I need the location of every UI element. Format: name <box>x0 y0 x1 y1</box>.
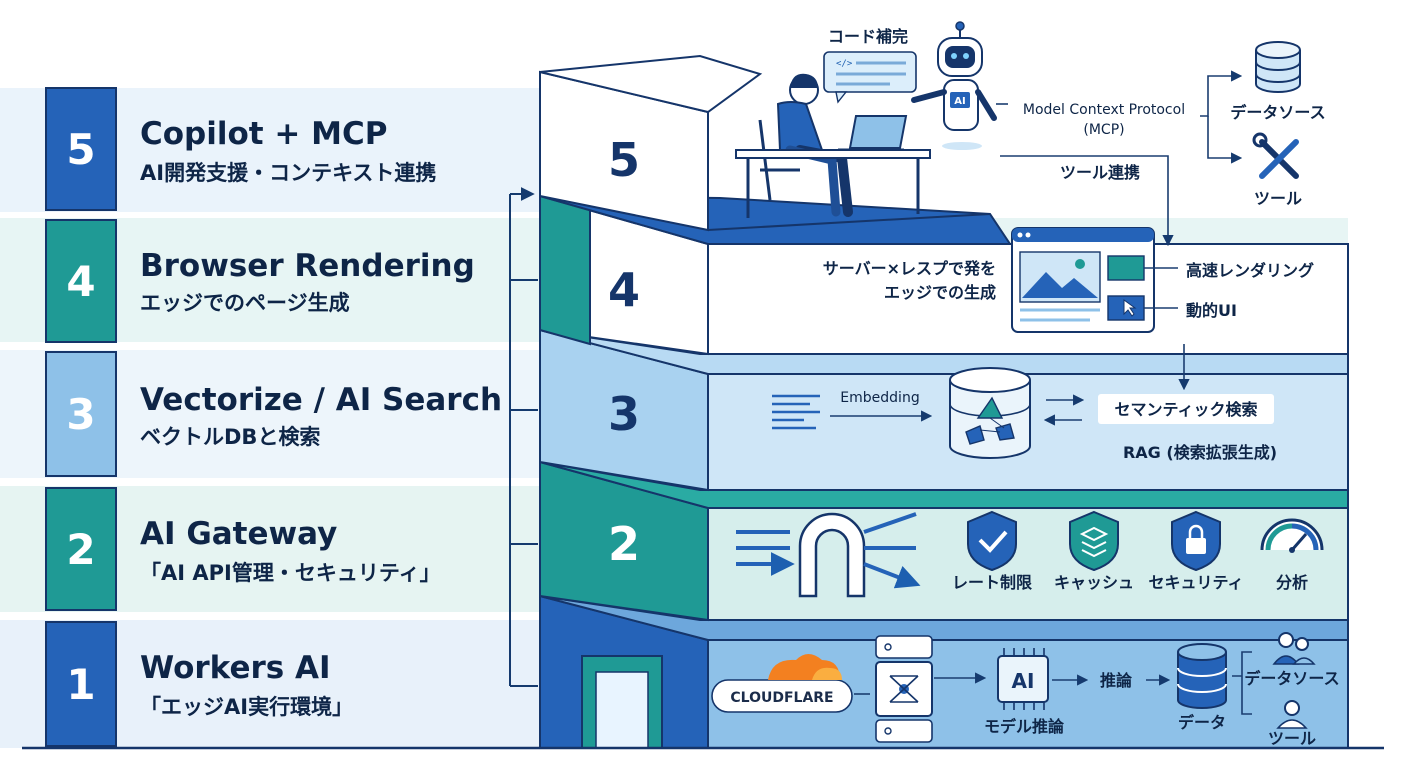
cache-label: キャッシュ <box>1054 573 1134 592</box>
tile-2-number: 2 <box>66 525 95 574</box>
analytics-label: 分析 <box>1276 573 1308 592</box>
robot-icon: AI <box>911 21 997 150</box>
block-5: 5 <box>539 54 991 232</box>
gateway-arch-icon <box>736 512 916 596</box>
users-icon <box>1272 632 1316 665</box>
mcp-label-line1: Model Context Protocol <box>1023 102 1185 118</box>
mcp-label-line2: (MCP) <box>1083 122 1124 138</box>
layer-1-title: Workers AI <box>140 650 331 686</box>
vector-cube-icon <box>949 367 1031 459</box>
tile-4 <box>45 219 117 343</box>
layer-3-subtitle: ベクトルDBと検索 <box>140 425 320 449</box>
tile-3 <box>45 351 117 477</box>
ai-chip-icon: AI <box>997 648 1049 710</box>
layer-4-subtitle: エッジでのページ生成 <box>140 291 350 315</box>
inference-label: 推論 <box>1100 671 1133 690</box>
layer-4-details: サーバー×レスプで発を エッジでの生成 高速レンダリング 動的UI <box>823 227 1314 391</box>
rate-limit-label: レート制限 <box>952 573 1033 592</box>
database-icon <box>1177 643 1227 709</box>
gauge-icon <box>1260 518 1324 553</box>
dynamic-ui-label: 動的UI <box>1186 301 1237 320</box>
cloud-icon: CLOUDFLARE <box>711 654 853 713</box>
layer-1-subtitle: 「エッジAI実行環境」 <box>140 695 353 719</box>
layers-shield-icon <box>1069 510 1119 572</box>
block-3-number: 3 <box>608 387 640 441</box>
layer-5-title: Copilot + MCP <box>140 116 388 152</box>
tile-2 <box>45 487 117 611</box>
bracket-connector <box>509 187 538 687</box>
code-completion-label: コード補完 <box>828 27 908 46</box>
tile-5-number: 5 <box>66 125 95 174</box>
robot-badge: AI <box>954 96 965 107</box>
tile-3-number: 3 <box>66 390 95 439</box>
tile-1 <box>45 621 117 747</box>
database-icon <box>1255 41 1301 93</box>
layer-2-details: レート制限 キャッシュ セキュリティ 分析 <box>736 510 1324 596</box>
tool-link-label: ツール連携 <box>1060 163 1140 182</box>
block-4-number: 4 <box>608 263 640 317</box>
layer-3-details: Embedding セマンティック検索 RAG (検索拡張生成) <box>772 367 1277 462</box>
rag-label: RAG (検索拡張生成) <box>1123 443 1277 462</box>
block-5-number: 5 <box>608 133 640 187</box>
l1-data-source-label: データソース <box>1244 669 1339 688</box>
layer-4-title: Browser Rendering <box>140 248 475 284</box>
l1-tool-label: ツール <box>1268 729 1316 748</box>
svg-text:</>: </> <box>836 59 853 69</box>
tile-5 <box>45 87 117 211</box>
number-tiles: 5 4 3 2 1 <box>45 87 117 747</box>
person-icon <box>1276 700 1308 729</box>
mcp-tool-label: ツール <box>1254 189 1302 208</box>
ai-chip-label: AI <box>1012 669 1035 693</box>
browser-window-icon <box>1011 227 1155 333</box>
document-lines-icon <box>772 394 820 430</box>
lock-shield-icon <box>1171 510 1221 572</box>
security-label: セキュリティ <box>1148 573 1243 592</box>
semantic-search-label: セマンティック検索 <box>1114 400 1257 419</box>
layer-4-desc-line2: エッジでの生成 <box>884 283 996 302</box>
embedding-label: Embedding <box>840 390 919 406</box>
layer-1-details: CLOUDFLARE AI モデル推論 推論 データ <box>711 632 1340 748</box>
layer-titles: Copilot + MCP AI開発支援・コンテキスト連携 Browser Re… <box>140 116 502 719</box>
tile-4-number: 4 <box>66 257 95 306</box>
block-2-number: 2 <box>608 517 640 571</box>
person-icon <box>758 73 853 217</box>
laptop-icon <box>838 115 908 152</box>
layer-2-subtitle: 「AI API管理・セキュリティ」 <box>140 561 441 585</box>
tile-1-number: 1 <box>66 660 95 709</box>
shield-check-icon <box>967 510 1017 572</box>
layer-5-subtitle: AI開発支援・コンテキスト連携 <box>140 161 436 185</box>
fast-rendering-label: 高速レンダリング <box>1186 261 1314 280</box>
data-label: データ <box>1178 713 1226 732</box>
tools-icon <box>1252 132 1299 179</box>
mcp-data-source-label: データソース <box>1230 103 1325 122</box>
network-chip-icon <box>875 635 933 743</box>
layer-4-desc-line1: サーバー×レスプで発を <box>823 259 996 278</box>
layer-5-details: </> コード補完 A <box>735 21 1326 247</box>
layer-3-title: Vectorize / AI Search <box>140 382 502 418</box>
layer-2-title: AI Gateway <box>140 516 337 552</box>
model-inference-label: モデル推論 <box>984 717 1065 736</box>
cloudflare-brand: CLOUDFLARE <box>730 690 833 706</box>
